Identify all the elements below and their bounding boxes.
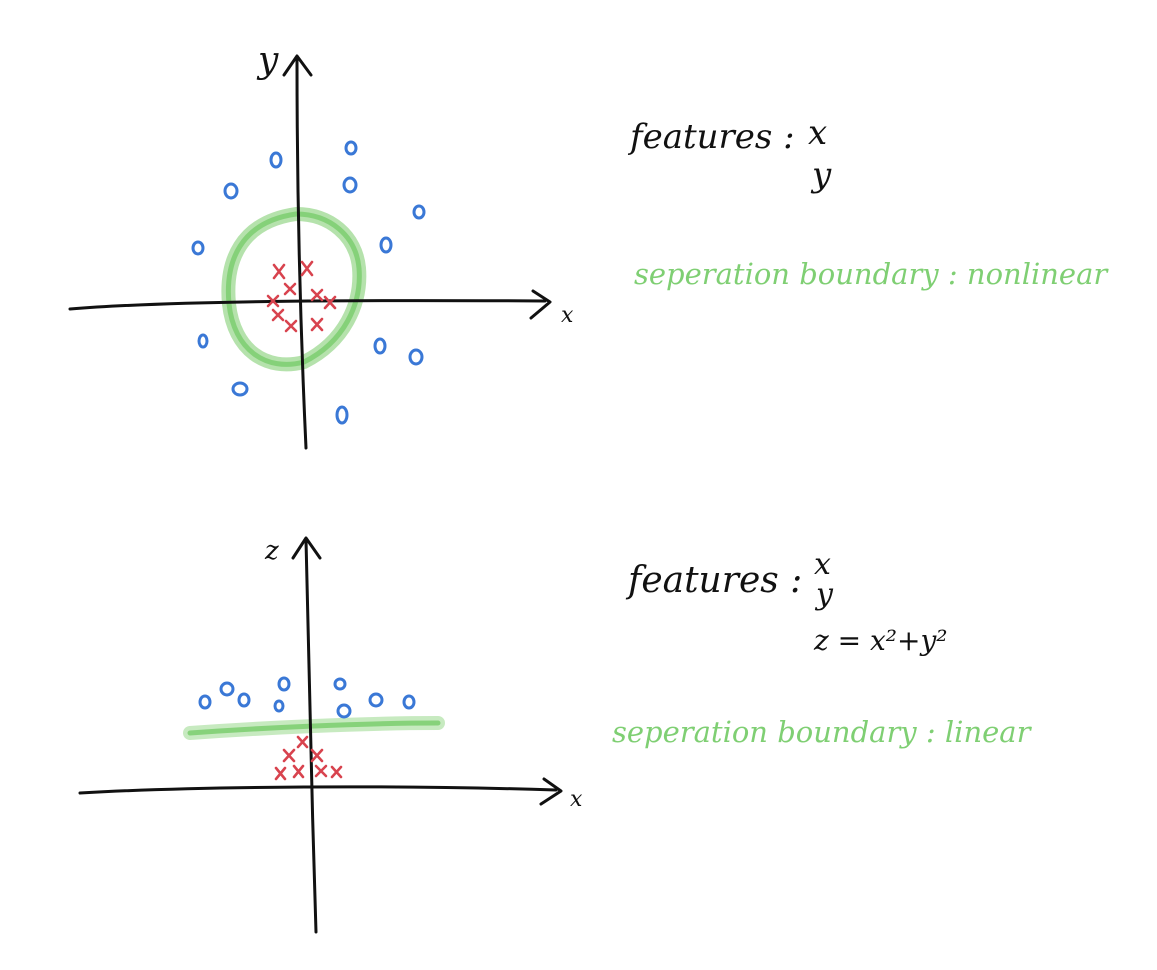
circle-point [237,692,251,708]
circle-point [198,694,212,710]
top-features-block: features : x y [627,113,832,195]
cross-point [296,735,309,749]
cross-point [314,764,328,778]
cross-point [271,308,285,322]
circle-point [191,240,205,256]
bottom-z-arrowhead [291,536,322,560]
top-features-label: features : [627,117,795,157]
cross-point [323,295,337,310]
circle-point [408,348,424,366]
top-boundary-circle [221,206,367,372]
circle-point [269,151,283,169]
cross-point [284,319,298,333]
cross-point [292,764,305,779]
cross-point [310,288,324,302]
circle-point [336,703,352,719]
cross-point [266,294,280,308]
bottom-z-axis-label: z [264,536,279,566]
top-x-arrowhead [529,289,552,320]
cross-point [300,260,314,277]
cross-point [310,317,324,332]
circle-point [223,182,239,200]
bottom-x-axis-label: x [570,787,583,812]
circle-point [368,692,384,708]
cross-point [282,748,296,763]
circle-point [277,676,291,692]
bottom-feature-z: z = x²+y² [813,624,948,657]
bottom-x-axis [78,785,558,795]
bottom-feature-y: y [814,577,834,612]
bottom-features-block: features : x y z = x²+y² [625,547,948,657]
circle-point [344,140,358,156]
cross-point [283,282,297,296]
top-feature-x: x [808,113,827,153]
bottom-plot: z x [78,536,583,934]
circle-point [379,236,393,254]
top-circle-markers [191,140,426,425]
circle-point [342,176,358,194]
circle-point [333,677,347,691]
cross-point [310,748,324,763]
top-y-axis [295,58,308,450]
top-plot: y x [68,40,574,450]
top-x-axis-label: x [561,303,574,328]
circle-point [402,694,416,710]
circle-point [219,681,235,697]
circle-point [197,333,209,349]
top-y-axis-label: y [256,40,279,81]
top-feature-y: y [810,155,832,195]
cross-point [272,263,286,280]
bottom-feature-x: x [814,547,831,582]
bottom-features-label: features : [625,560,802,601]
bottom-cross-markers [274,735,343,781]
top-cross-markers [266,260,337,333]
cross-point [274,766,287,781]
top-x-axis [68,299,547,311]
top-y-arrowhead [282,54,313,77]
bottom-z-axis [304,538,318,934]
bottom-boundary-text: seperation boundary : linear [612,715,1033,749]
top-boundary-text: seperation boundary : nonlinear [634,257,1109,291]
circle-point [273,699,285,713]
circle-point [231,381,249,397]
circle-point [412,204,426,220]
circle-point [373,337,387,355]
circle-point [335,405,349,425]
cross-point [330,765,343,779]
bottom-boundary-line [183,716,445,740]
bottom-circle-markers [198,676,416,719]
bottom-x-arrowhead [539,777,563,806]
